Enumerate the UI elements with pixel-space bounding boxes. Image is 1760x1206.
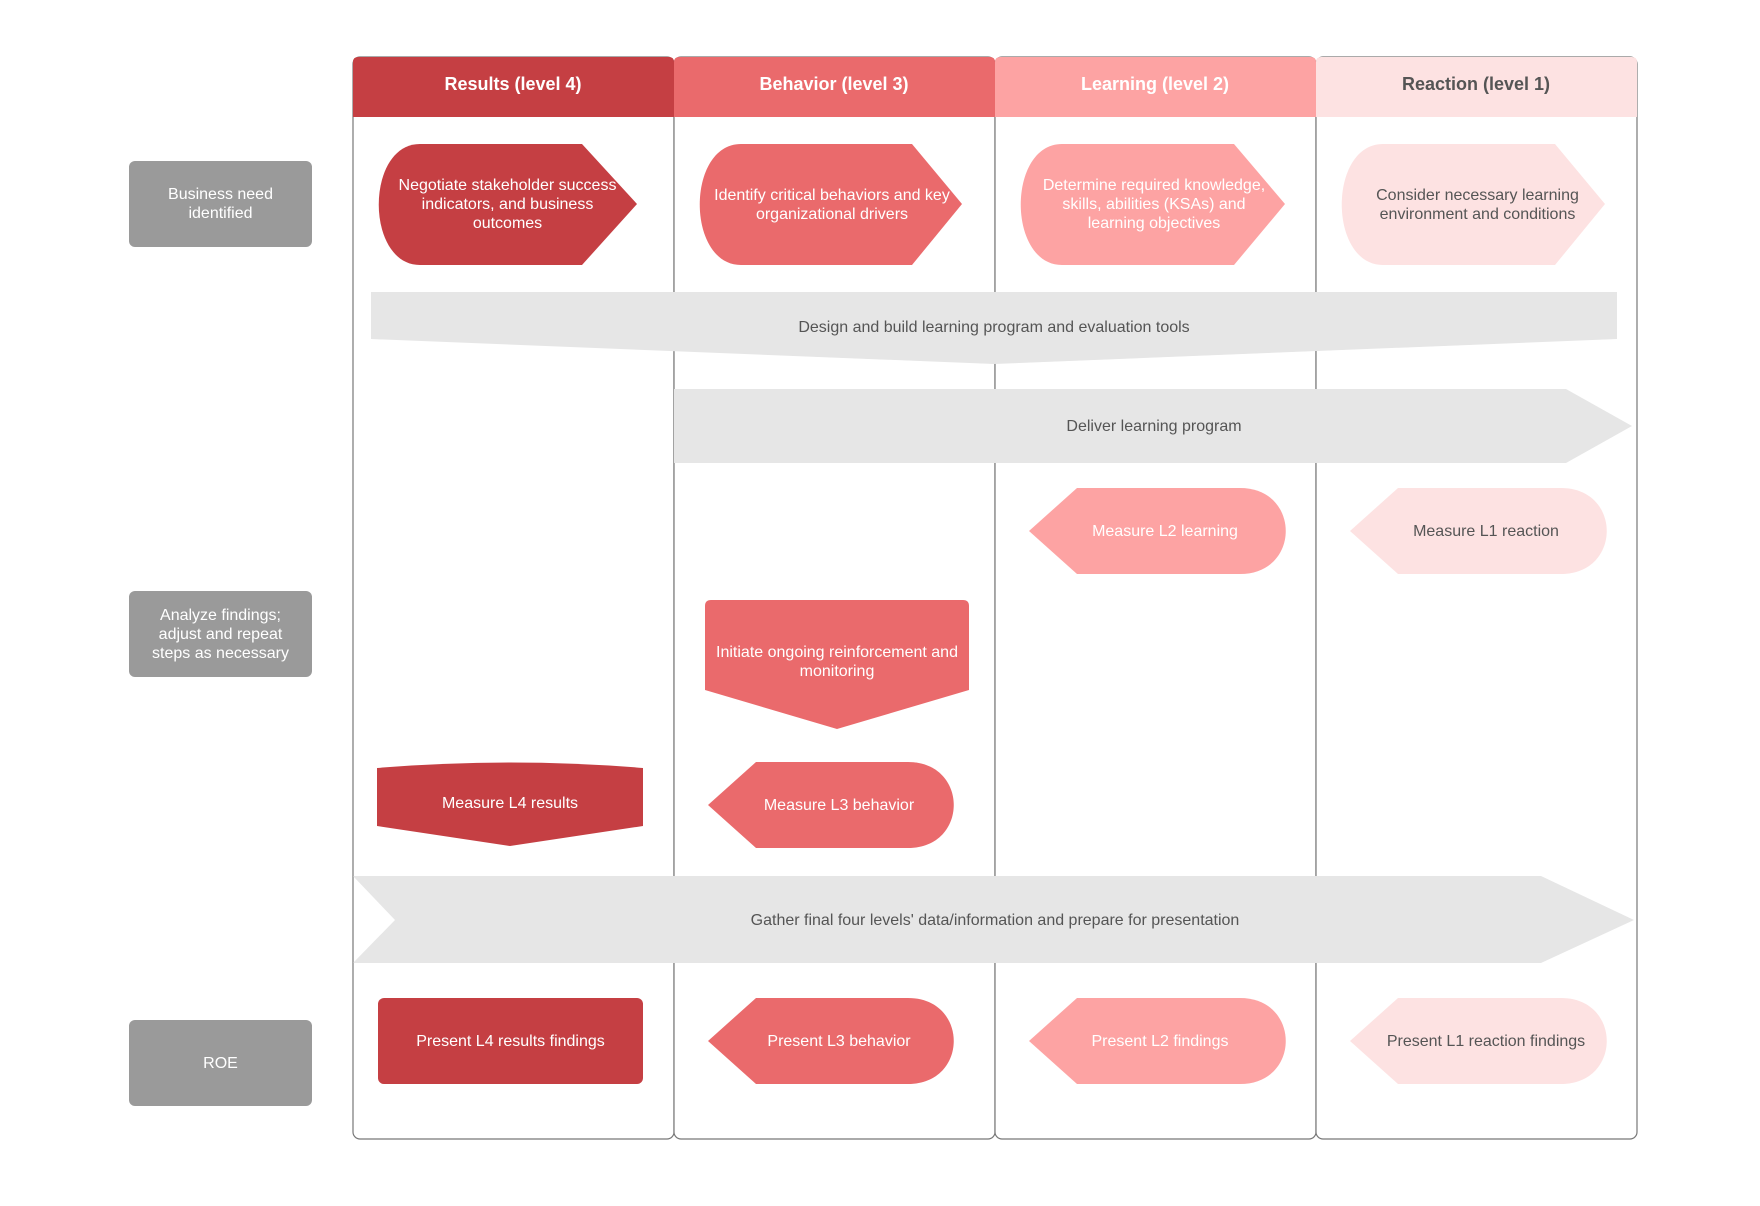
side-label-business-need: [129, 161, 312, 247]
present-l2-shape: [1029, 998, 1286, 1084]
lane-header-learning: [995, 57, 1316, 117]
lane-header-reaction: [1316, 57, 1637, 117]
lane-header-results: [353, 57, 674, 117]
determine-ksas-shape: [1020, 144, 1285, 265]
consider-environment-shape: [1341, 144, 1605, 265]
identify-behaviors-shape: [699, 144, 962, 265]
present-l3-shape: [708, 998, 954, 1084]
bands: [353, 292, 1634, 963]
lane-title-results: Results (level 4): [444, 74, 581, 94]
deliver-program-band: [674, 389, 1632, 463]
measure-l3-shape: [708, 762, 954, 848]
row-present-shapes: [378, 998, 1607, 1084]
side-label-analyze-findings: [129, 591, 312, 677]
design-build-band: [371, 292, 1617, 364]
present-l4-shape: [378, 998, 643, 1084]
side-labels: [129, 161, 312, 1106]
present-l1-shape: [1350, 998, 1607, 1084]
initiate-reinforcement-shape: [705, 600, 969, 729]
row-plan-shapes: [378, 144, 1605, 265]
negotiate-indicators-shape: [378, 144, 637, 265]
measure-l4-shape: [377, 762, 643, 846]
lane-title-reaction: Reaction (level 1): [1402, 74, 1550, 94]
gather-data-band: [353, 876, 1634, 963]
lane-headers: Results (level 4) Behavior (level 3) Lea…: [353, 57, 1637, 117]
measure-l2-shape: [1029, 488, 1286, 574]
lane-title-behavior: Behavior (level 3): [759, 74, 908, 94]
measure-l1-shape: [1350, 488, 1607, 574]
row-measure-shapes: [1029, 488, 1607, 574]
lane-title-learning: Learning (level 2): [1081, 74, 1229, 94]
side-label-roe: [129, 1020, 312, 1106]
lane-header-behavior: [674, 57, 995, 117]
